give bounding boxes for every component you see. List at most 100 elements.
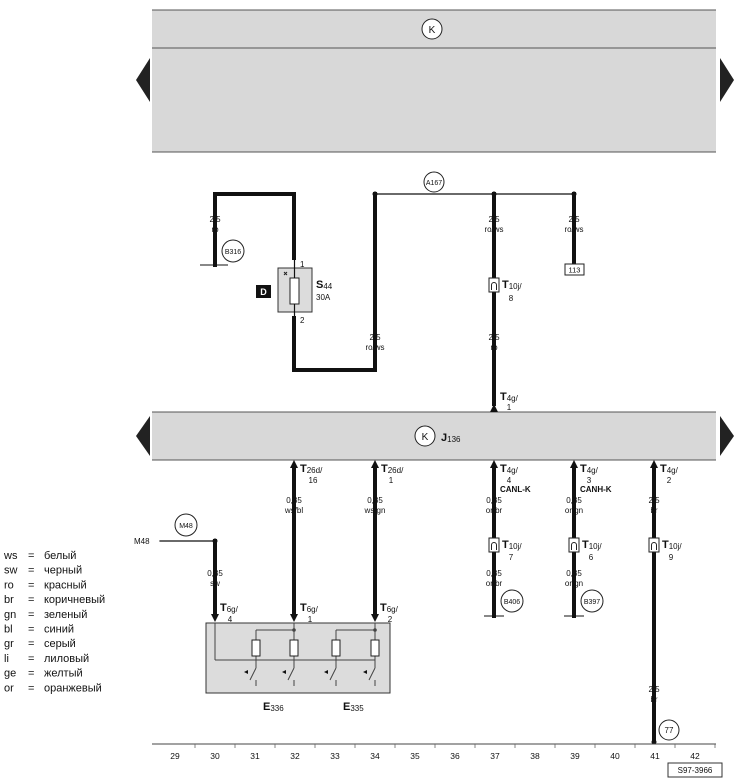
t6g-1-label: T6g/ [300,602,319,614]
canl-k-label: CANL-K [500,485,531,494]
t10j-9-pin: 9 [669,553,674,562]
wire-br-lower-color: br [650,695,657,704]
connector-t10j-7[interactable] [488,537,500,553]
j136-symbol-icon [414,425,436,447]
legend-name-ws: белый [44,550,76,562]
legend-name-ge: желтый [44,668,83,680]
connector-t10j-6[interactable] [568,537,580,553]
wire-or-br-lower-size: 0,35 [486,569,502,578]
ruler-label-41: 41 [650,751,660,761]
legend-code-or: or [4,682,14,694]
t4g-1-label: T4g/ [500,391,519,403]
svg-text:M48: M48 [179,523,193,530]
wire-ro-ws-left-color: ro/ws [365,343,384,352]
t26d-16-label: T26d/ [300,463,323,475]
ref-113[interactable]: 113 [564,263,585,276]
wire-or-br-upper-color: or/br [486,506,503,515]
wire-ws-bl-color: ws/bl [284,506,303,515]
j136-label: J136 [441,432,461,444]
wire-ro-ws-mid-size: 2,5 [488,215,500,224]
legend-eq: = [28,565,34,577]
j136-symbol: K [422,432,429,443]
ref-b397[interactable]: B397 [580,589,604,613]
legend-code-sw: sw [4,565,18,577]
svg-text:B406: B406 [504,599,520,606]
legend-name-ro: красный [44,579,87,591]
wire-ro-ws-right-size: 2,5 [568,215,580,224]
legend-eq: = [28,653,34,665]
m48-wire-label: M48 [134,537,150,546]
t26d-16-pin: 16 [309,476,318,485]
legend-code-li: li [4,653,9,665]
wire-sw-color: sw [210,579,220,588]
t26d-1-pin: 1 [389,476,394,485]
connector-t10j-8[interactable] [488,277,500,293]
svg-text:S97-3966: S97-3966 [678,766,713,775]
legend-name-br: коричневый [44,594,105,606]
svg-text:77: 77 [665,726,674,735]
ref-b316[interactable]: B316 [221,239,245,263]
t6g-2-pin: 2 [388,615,393,624]
svg-text:B316: B316 [225,249,241,256]
legend-eq: = [28,682,34,694]
wire-ro-ws-right-color: ro/ws [564,225,583,234]
t4g-2-label: T4g/ [660,463,679,475]
legend-code-gn: gn [4,609,16,621]
legend-name-or: оранжевый [44,682,102,694]
ruler-label-30: 30 [210,751,220,761]
ruler-label-32: 32 [290,751,300,761]
svg-text:113: 113 [569,266,581,275]
t10j-6-label: T10j/ [582,539,602,551]
legend-name-gn: зеленый [44,609,87,621]
ref-77[interactable]: 77 [658,719,680,741]
wire-or-gn-upper-size: 0,35 [566,496,582,505]
fuse-link-icon [283,271,288,276]
legend-eq: = [28,594,34,606]
wire-b316-size: 2,5 [209,215,221,224]
t4g-4-label: T4g/ [500,463,519,475]
wire-or-br-upper-size: 0,35 [486,496,502,505]
legend-eq: = [28,609,34,621]
power-wires [213,192,576,406]
nav-arrow-right-j136[interactable] [720,416,734,456]
wire-br-lower-size: 2,5 [648,685,660,694]
t4g-4-pin: 4 [507,476,512,485]
switch-box-e336-e335[interactable] [205,622,391,694]
nav-arrow-left-j136[interactable] [136,416,150,456]
ref-a167[interactable]: A167 [423,171,445,193]
t10j-7-label: T10j/ [502,539,522,551]
legend-name-sw: черный [44,565,82,577]
canh-k-label: CANH-K [580,485,612,494]
legend-eq: = [28,624,34,636]
wire-or-br-lower-color: or/br [486,579,503,588]
legend-code-ro: ro [4,579,14,591]
t4g-2-pin: 2 [667,476,672,485]
j136-control-unit-panel: K J136 [136,411,734,461]
legend-code-bl: bl [4,624,13,636]
t10j-7-pin: 7 [509,553,514,562]
t6g-4-label: T6g/ [220,602,239,614]
ruler-label-40: 40 [610,751,620,761]
ruler-label-38: 38 [530,751,540,761]
legend-code-br: br [4,594,14,606]
top-panel-symbol: K [429,25,436,36]
svg-text:D: D [260,287,267,297]
svg-text:B397: B397 [584,599,600,606]
nav-arrow-right-top[interactable] [720,58,734,102]
t10j-6-pin: 6 [589,553,594,562]
legend-code-gr: gr [4,638,14,650]
fuse-s44[interactable] [277,258,313,318]
legend-code-ge: ge [4,668,16,680]
t10j-8-pin: 8 [509,294,514,303]
nav-arrow-left-top[interactable] [136,58,150,102]
connector-t10j-9[interactable] [648,537,660,553]
top-control-unit-panel: K [136,9,734,153]
ref-m48[interactable]: M48 [174,513,198,537]
wire-ro-ws-mid-color: ro/ws [484,225,503,234]
ruler-label-35: 35 [410,751,420,761]
legend-eq: = [28,579,34,591]
location-box-d: D [256,285,271,298]
ref-b406[interactable]: B406 [500,589,524,613]
wire-sw-size: 0,35 [207,569,223,578]
